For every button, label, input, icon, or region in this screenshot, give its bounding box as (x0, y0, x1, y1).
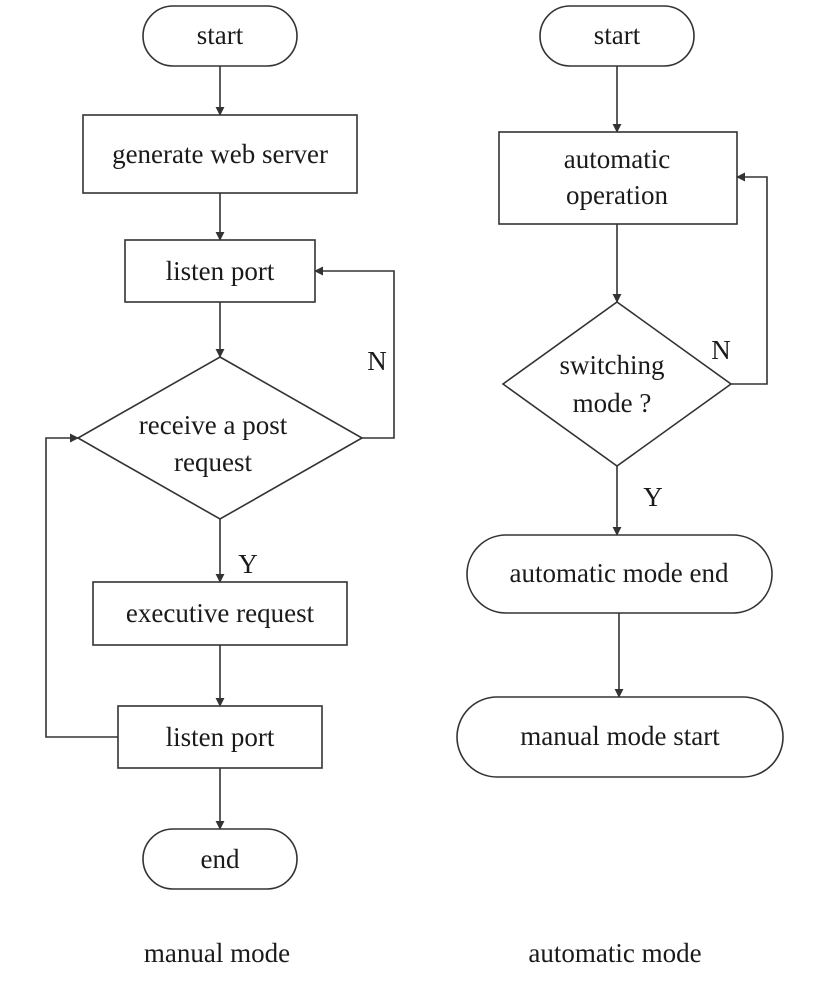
manual-listen-port-node-1: listen port (124, 239, 316, 303)
automatic-mode-flowchart: start automatic operation switching mode… (456, 5, 784, 968)
auto-manual-start-node: manual mode start (456, 696, 784, 778)
auto-decision-label-line1: switching (560, 350, 665, 380)
manual-mode-flowchart: start generate web server listen port re… (45, 5, 395, 968)
auto-operation-node: automatic operation (498, 131, 738, 225)
auto-no-label: N (711, 335, 731, 365)
manual-generate-label: generate web server (112, 139, 328, 169)
auto-yes-label: Y (643, 482, 663, 512)
manual-decision-node: receive a post request (76, 356, 364, 520)
manual-no-label: N (367, 346, 387, 376)
manual-start-node: start (142, 5, 298, 67)
manual-execute-node: executive request (92, 581, 348, 646)
auto-manual-start-label: manual mode start (520, 721, 720, 751)
auto-operation-label-line1: automatic (564, 144, 670, 174)
manual-generate-node: generate web server (82, 114, 358, 194)
auto-operation-label-line2: operation (566, 180, 668, 210)
manual-mode-caption: manual mode (144, 938, 290, 968)
manual-end-label: end (201, 844, 240, 874)
auto-decision-label-line2: mode ? (573, 388, 652, 418)
manual-loop-back-arrow (45, 433, 118, 738)
manual-listen-port-node-2: listen port (117, 705, 323, 769)
manual-start-label: start (197, 20, 244, 50)
auto-start-label: start (594, 20, 641, 50)
auto-no-loop-arrow (731, 172, 768, 385)
manual-decision-label-line2: request (174, 447, 252, 477)
manual-no-loop-arrow (314, 266, 395, 439)
automatic-mode-caption: automatic mode (528, 938, 701, 968)
auto-mode-end-node: automatic mode end (466, 534, 773, 614)
auto-mode-end-label: automatic mode end (510, 558, 729, 588)
manual-decision-label-line1: receive a post (139, 410, 288, 440)
manual-yes-label: Y (238, 549, 258, 579)
auto-decision-node: switching mode ? (501, 301, 733, 467)
auto-start-node: start (539, 5, 695, 67)
manual-listen-port-label-2: listen port (166, 722, 275, 752)
manual-end-node: end (142, 828, 298, 890)
manual-listen-port-label-1: listen port (166, 256, 275, 286)
manual-execute-label: executive request (126, 598, 315, 628)
